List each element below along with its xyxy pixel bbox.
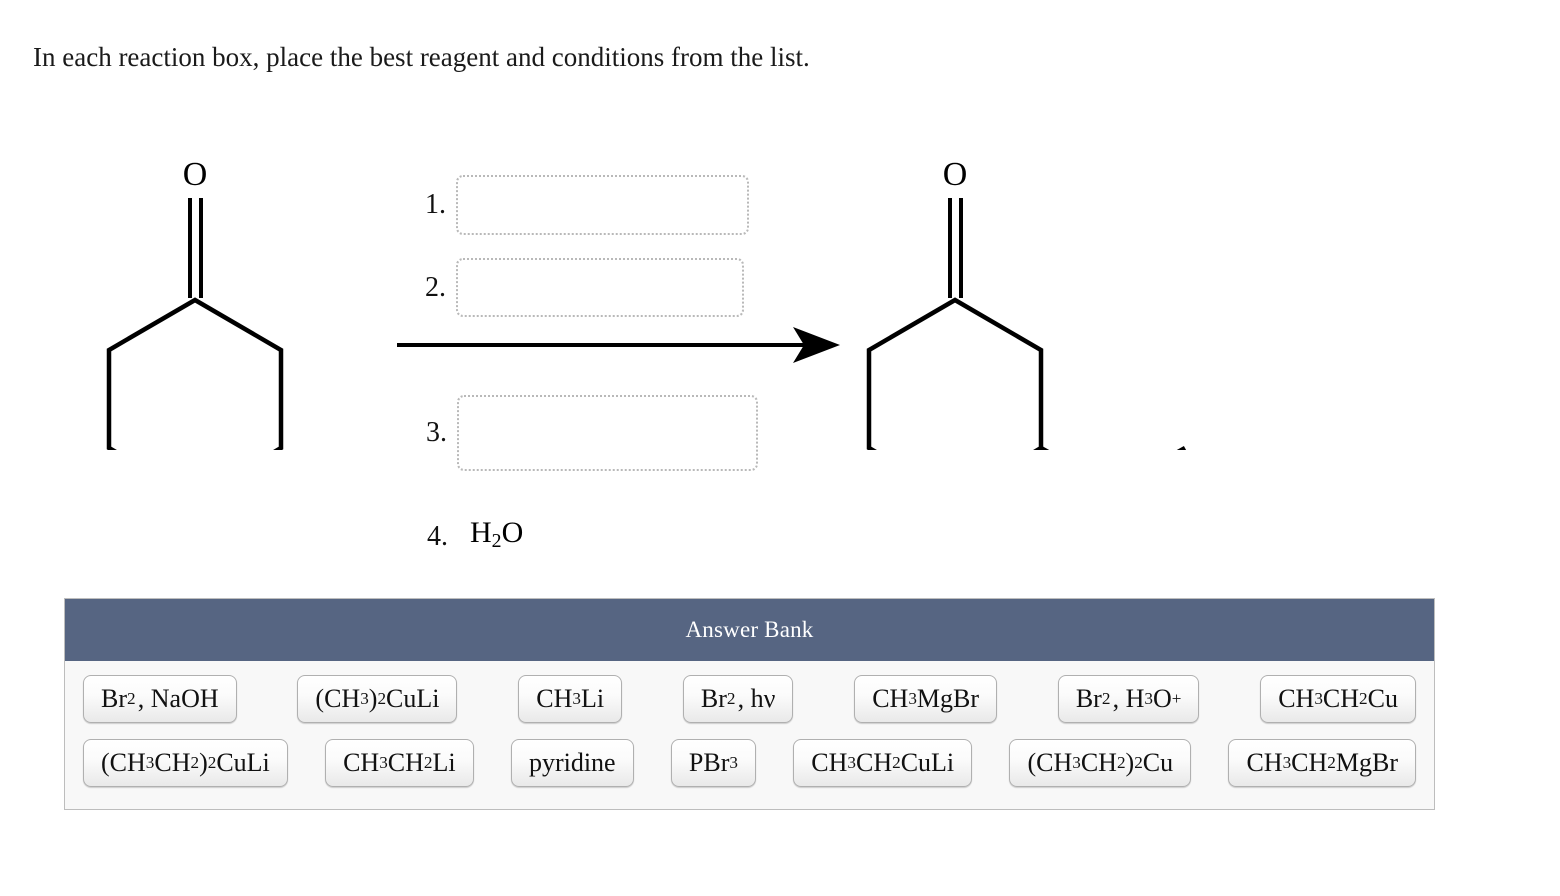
condition-dropzone-3[interactable] <box>457 395 758 471</box>
condition-number-1: 1. <box>425 189 446 220</box>
condition-row-4: 4. H2O <box>412 518 523 556</box>
page-title: In each reaction box, place the best rea… <box>33 42 810 72</box>
condition-number-2: 2. <box>425 271 446 303</box>
answer-chip[interactable]: pyridine <box>510 739 634 787</box>
reaction-scheme: O O 1. 2. 3. <box>0 110 1560 570</box>
product-oxygen-label: O <box>943 156 968 193</box>
condition-number-3: 3. <box>426 417 447 448</box>
condition-value-4: H2O <box>470 516 524 552</box>
condition-row-1: 1. <box>410 175 749 235</box>
reaction-arrow <box>395 325 845 370</box>
reactant-structure-cyclohexanone: O <box>95 130 325 450</box>
condition-row-3: 3. <box>411 395 758 471</box>
answer-bank-title: Answer Bank <box>65 599 1434 661</box>
reaction-conditions-list: 1. 2. 3. 4. H2O <box>400 140 800 570</box>
product-structure-3-ethylcyclohexanone: O <box>855 130 1205 450</box>
condition-dropzone-2[interactable] <box>456 258 744 317</box>
reactant-oxygen-label: O <box>183 156 208 193</box>
condition-dropzone-1[interactable] <box>456 175 749 235</box>
condition-number-4: 4. <box>427 520 448 552</box>
condition-row-2: 2. <box>410 258 744 317</box>
